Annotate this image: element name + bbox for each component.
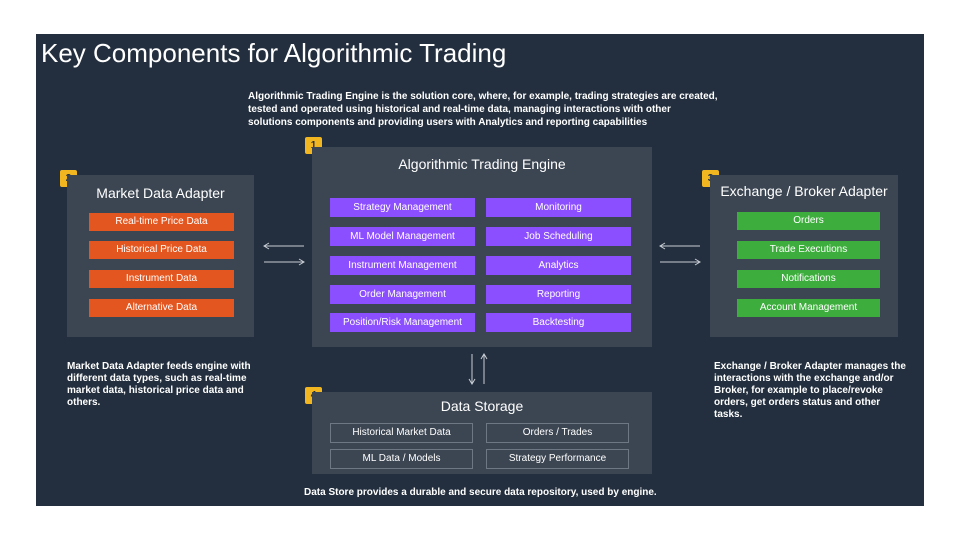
- exchange-item-account-management: Account Management: [737, 299, 880, 317]
- intro-text: Algorithmic Trading Engine is the soluti…: [248, 91, 718, 128]
- engine-item-backtesting: Backtesting: [486, 313, 631, 332]
- market-item-real-time-price-data: Real-time Price Data: [89, 213, 234, 231]
- market-item-alternative-data: Alternative Data: [89, 299, 234, 317]
- exchange-item-orders: Orders: [737, 212, 880, 230]
- engine-item-job-scheduling: Job Scheduling: [486, 227, 631, 246]
- engine-item-ml-model-management: ML Model Management: [330, 227, 475, 246]
- data-storage-panel: Data Storage Historical Market Data Orde…: [312, 392, 652, 474]
- market-item-instrument-data: Instrument Data: [89, 270, 234, 288]
- engine-item-position-risk-management: Position/Risk Management: [330, 313, 475, 332]
- engine-item-strategy-management: Strategy Management: [330, 198, 475, 217]
- exchange-item-trade-executions: Trade Executions: [737, 241, 880, 259]
- engine-item-reporting: Reporting: [486, 285, 631, 304]
- storage-description: Data Store provides a durable and secure…: [304, 487, 657, 498]
- engine-exchange-arrows: [659, 242, 701, 266]
- engine-panel: Algorithmic Trading Engine Strategy Mana…: [312, 147, 652, 347]
- market-title: Market Data Adapter: [96, 185, 225, 201]
- storage-title: Data Storage: [440, 398, 524, 414]
- market-description: Market Data Adapter feeds engine with di…: [67, 361, 251, 408]
- exchange-item-notifications: Notifications: [737, 270, 880, 288]
- slide-title: Key Components for Algorithmic Trading: [41, 38, 507, 68]
- engine-item-analytics: Analytics: [486, 256, 631, 275]
- storage-item-orders-trades: Orders / Trades: [486, 423, 629, 443]
- storage-item-historical-market-data: Historical Market Data: [330, 423, 473, 443]
- market-data-adapter-panel: Market Data Adapter Real-time Price Data…: [67, 175, 254, 337]
- exchange-title: Exchange / Broker Adapter: [720, 183, 888, 199]
- storage-item-ml-data-models: ML Data / Models: [330, 449, 473, 469]
- exchange-broker-adapter-panel: Exchange / Broker Adapter Orders Trade E…: [710, 175, 898, 337]
- exchange-description: Exchange / Broker Adapter manages the in…: [714, 361, 906, 420]
- engine-item-order-management: Order Management: [330, 285, 475, 304]
- storage-item-strategy-performance: Strategy Performance: [486, 449, 629, 469]
- engine-title: Algorithmic Trading Engine: [398, 156, 566, 172]
- engine-storage-arrows: [468, 353, 488, 385]
- market-item-historical-price-data: Historical Price Data: [89, 241, 234, 259]
- engine-item-monitoring: Monitoring: [486, 198, 631, 217]
- market-engine-arrows: [263, 242, 305, 266]
- engine-item-instrument-management: Instrument Management: [330, 256, 475, 275]
